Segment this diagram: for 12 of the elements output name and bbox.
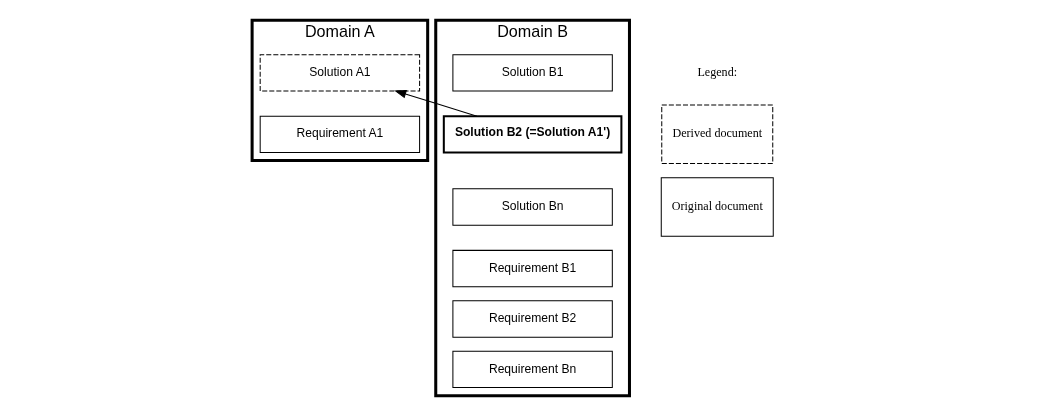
node-box: Requirement B2 — [452, 300, 613, 338]
node-box: Solution B2 (=Solution A1') — [442, 115, 623, 154]
label: Legend: — [697, 64, 738, 79]
node-box: Requirement Bn — [452, 350, 613, 389]
node-box: Requirement A1 — [259, 115, 421, 153]
node-box: Solution Bn — [452, 188, 613, 226]
legend-label: Derived document — [672, 126, 763, 141]
node-box: Solution A1 — [259, 54, 421, 92]
node-box: Requirement B1 — [452, 249, 613, 288]
arrow — [394, 90, 478, 117]
legend-label: Original document — [671, 199, 763, 214]
node-box: Solution B1 — [452, 54, 613, 92]
